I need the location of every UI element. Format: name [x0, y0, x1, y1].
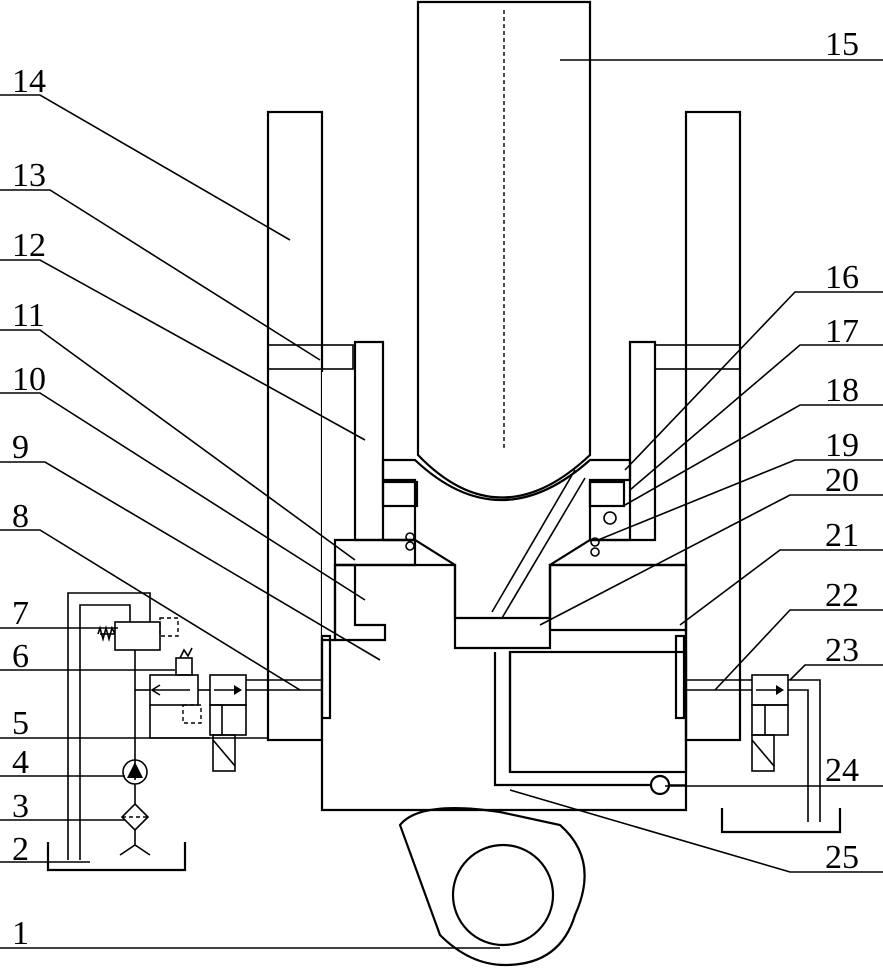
- label-6: 6: [12, 638, 29, 675]
- label-20: 20: [825, 462, 859, 499]
- label-10: 10: [12, 361, 46, 398]
- label-22: 22: [825, 577, 859, 614]
- right-hydraulic-circuit: [686, 675, 840, 832]
- label-8: 8: [12, 498, 29, 535]
- cam: [400, 808, 585, 965]
- right-port: [676, 636, 684, 718]
- label-7: 7: [12, 595, 29, 632]
- label-11: 11: [12, 297, 45, 334]
- label-19: 19: [825, 427, 859, 464]
- label-17: 17: [825, 313, 859, 350]
- label-13: 13: [12, 157, 46, 194]
- label-14: 14: [12, 63, 46, 100]
- right-bolt: [655, 345, 740, 369]
- label-18: 18: [825, 372, 859, 409]
- label-25: 25: [825, 839, 859, 876]
- label-4: 4: [12, 744, 29, 781]
- label-3: 3: [12, 788, 29, 825]
- label-12: 12: [12, 227, 46, 264]
- left-hydraulic-circuit: [48, 593, 322, 870]
- right-pocket: [590, 482, 624, 506]
- label-9: 9: [12, 429, 29, 466]
- label-21: 21: [825, 517, 859, 554]
- label-16: 16: [825, 259, 859, 296]
- internal-channel: [510, 652, 686, 772]
- label-15: 15: [825, 26, 859, 63]
- lower-piston: [322, 565, 686, 810]
- label-1: 1: [12, 915, 29, 952]
- label-24: 24: [825, 752, 859, 789]
- label-5: 5: [12, 705, 29, 742]
- left-bolt: [268, 345, 353, 369]
- label-23: 23: [825, 632, 859, 669]
- check-ball: [651, 776, 669, 794]
- springs: [406, 512, 616, 556]
- part-labels: 1 2 3 4 5 6 7 8 9 10 11 12 13 14 15 16 1…: [12, 26, 859, 952]
- left-pocket: [383, 482, 417, 506]
- inner-sleeve: [355, 342, 655, 540]
- leader-lines: [0, 60, 883, 948]
- label-2: 2: [12, 831, 29, 868]
